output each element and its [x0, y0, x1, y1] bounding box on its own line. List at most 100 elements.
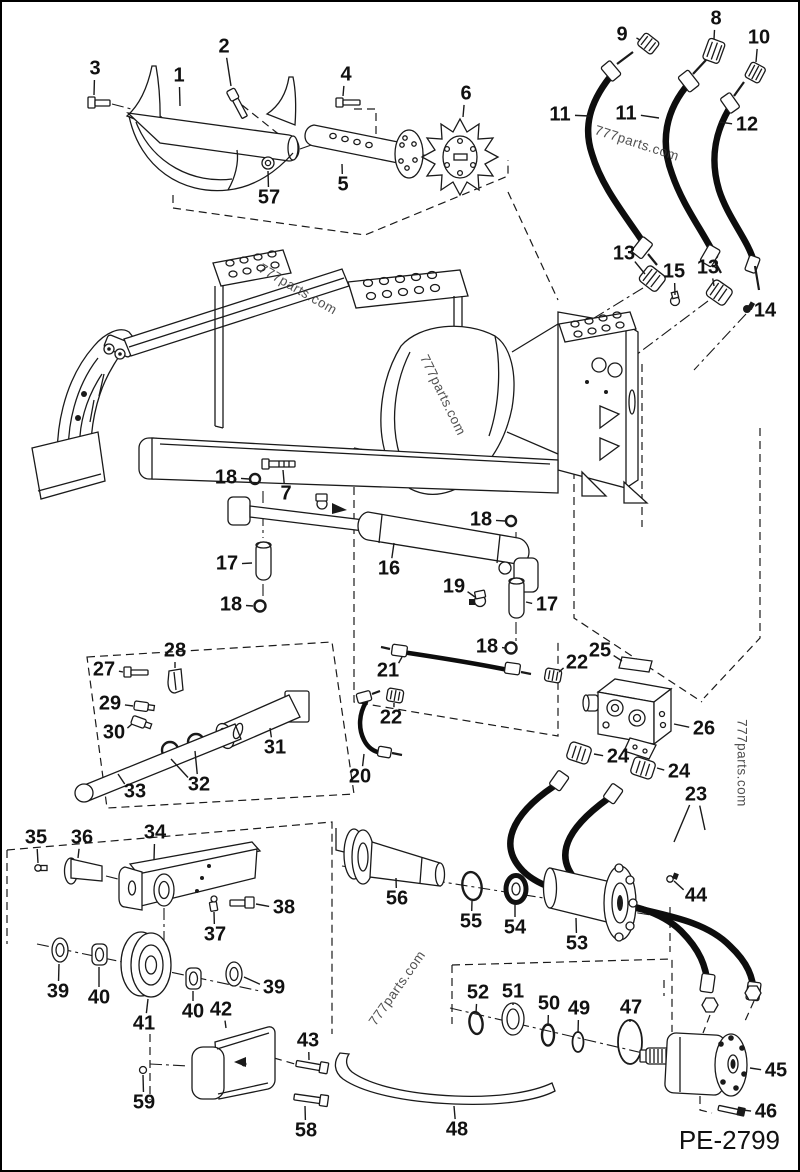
seal-51 [501, 1002, 525, 1036]
callout-36: 36 [70, 826, 94, 849]
idler-arm-group [34, 841, 330, 1108]
bolt-43 [295, 1059, 330, 1075]
callout-28: 28 [163, 639, 187, 662]
callout-16: 16 [377, 557, 401, 580]
drive-shaft-and-sprocket [304, 97, 500, 197]
fitting-30 [130, 715, 153, 730]
bearing-40b [185, 967, 202, 990]
callout-26: 26 [692, 717, 716, 740]
callout-9: 9 [616, 23, 628, 46]
seal-39b [225, 961, 243, 987]
callout-35: 35 [24, 826, 48, 849]
pivot-cylinder-group [74, 666, 310, 803]
fitting-8 [702, 37, 726, 64]
callout-18: 18 [475, 635, 499, 658]
callout-32: 32 [187, 773, 211, 796]
bearing-54 [503, 873, 529, 905]
callout-14: 14 [753, 299, 777, 322]
callout-48: 48 [445, 1118, 469, 1141]
callout-54: 54 [503, 916, 527, 939]
bearing-40a [91, 943, 108, 966]
bolt-2 [226, 87, 248, 119]
grease-fitting-37 [208, 900, 219, 912]
callout-33: 33 [123, 780, 147, 803]
o-ring-49 [571, 1031, 585, 1053]
callout-1: 1 [173, 64, 185, 87]
callout-34: 34 [143, 821, 167, 844]
callout-18: 18 [214, 466, 238, 489]
hose-11b [662, 78, 719, 260]
decal-25 [618, 656, 653, 673]
cylinder-16 [357, 511, 530, 565]
seal-39a [51, 937, 69, 963]
callout-10: 10 [747, 26, 771, 49]
callout-50: 50 [537, 992, 561, 1015]
bolt-58 [293, 1093, 330, 1108]
motor-seal-kit-group [334, 1002, 748, 1117]
bolt-46 [717, 1104, 746, 1117]
callout-6: 6 [460, 82, 472, 105]
callout-2: 2 [218, 35, 230, 58]
fitting-10 [744, 61, 766, 84]
callout-17: 17 [535, 593, 559, 616]
callout-18: 18 [219, 593, 243, 616]
callout-18: 18 [469, 508, 493, 531]
callout-24: 24 [606, 745, 630, 768]
callout-55: 55 [459, 910, 483, 933]
bolt-3 [87, 96, 96, 109]
callout-22: 22 [379, 706, 403, 729]
callout-4: 4 [340, 63, 352, 86]
callout-44: 44 [684, 884, 708, 907]
callout-22: 22 [565, 651, 589, 674]
callout-3: 3 [89, 57, 101, 80]
screw-59 [138, 1065, 148, 1075]
o-ring-18b [253, 599, 267, 613]
callout-49: 49 [567, 997, 591, 1020]
hose-12 [711, 100, 758, 266]
fitting-13b [705, 279, 733, 306]
callout-5: 5 [337, 173, 349, 196]
bolt-4 [335, 97, 344, 108]
o-ring-55 [461, 870, 483, 902]
callout-42: 42 [209, 998, 233, 1021]
callout-11: 11 [615, 102, 637, 125]
callout-40: 40 [87, 986, 111, 1009]
fitting-29 [133, 700, 156, 713]
callout-39: 39 [46, 980, 70, 1003]
drum-53 [549, 867, 612, 924]
auger-assembly [87, 65, 300, 192]
construction-lines [6, 103, 761, 1114]
screw-35 [34, 864, 42, 872]
callout-13: 13 [696, 256, 720, 279]
callout-25: 25 [588, 639, 612, 662]
callout-37: 37 [203, 923, 227, 946]
callout-53: 53 [565, 932, 589, 955]
callout-41: 41 [132, 1012, 156, 1035]
callout-7: 7 [280, 482, 292, 505]
callout-15: 15 [662, 260, 686, 283]
bolt-38 [229, 899, 246, 907]
o-ring-50 [540, 1023, 556, 1047]
callout-46: 46 [754, 1100, 778, 1123]
o-ring-18d [504, 641, 518, 655]
nut-57 [261, 156, 275, 170]
hose-21 [399, 649, 511, 673]
callout-11: 11 [549, 103, 571, 126]
callout-24: 24 [667, 760, 691, 783]
callout-38: 38 [272, 896, 296, 919]
main-frame [31, 249, 649, 504]
bolt-7 [261, 458, 270, 470]
fitting-9 [637, 32, 660, 55]
callout-45: 45 [764, 1059, 788, 1082]
callout-13: 13 [612, 242, 636, 265]
callout-51: 51 [501, 980, 525, 1003]
callout-52: 52 [466, 981, 490, 1004]
callout-23: 23 [684, 783, 708, 806]
callout-12: 12 [735, 113, 759, 136]
bolt-27 [123, 666, 132, 678]
o-ring-52 [468, 1010, 484, 1036]
o-ring-18a [248, 472, 262, 486]
watermark: 777parts.com [734, 719, 750, 807]
hose-11a [584, 68, 651, 252]
callout-39: 39 [262, 976, 286, 999]
